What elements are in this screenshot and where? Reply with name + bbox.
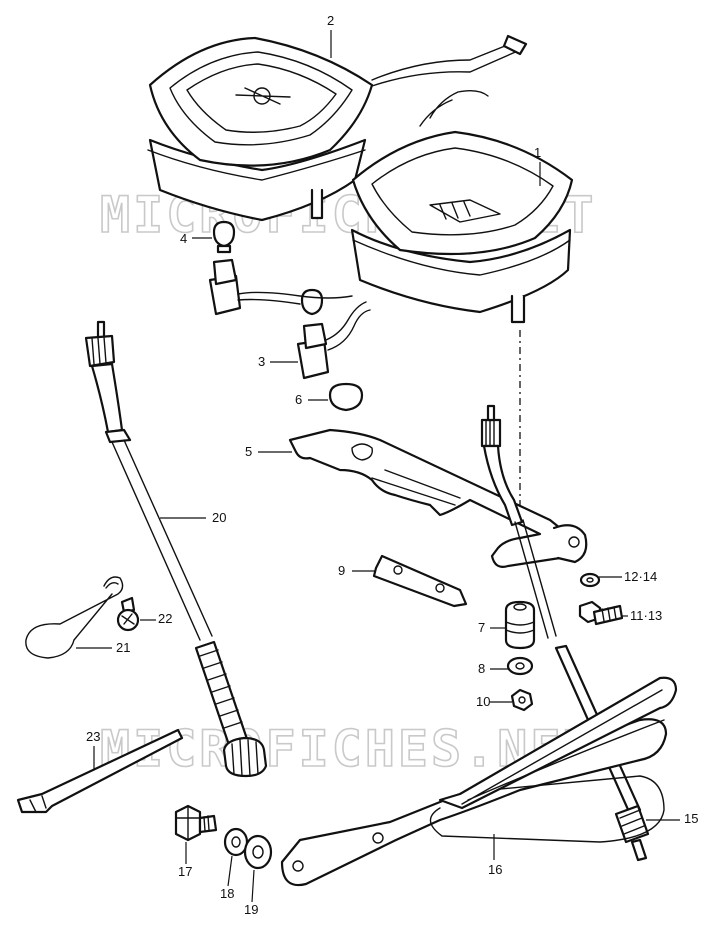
callout-23: 23 [86, 729, 100, 744]
callout-21: 21 [116, 640, 130, 655]
callout-10: 10 [476, 694, 490, 709]
wire-clip [25, 576, 124, 659]
rubber-cap [328, 382, 364, 412]
callout-18: 18 [220, 886, 234, 901]
lock-washer [223, 827, 249, 857]
callout-11-13: 11·13 [630, 608, 662, 623]
callout-4: 4 [180, 231, 187, 246]
callout-3: 3 [258, 354, 265, 369]
cable-band [16, 728, 184, 814]
stay-bolt [174, 804, 218, 842]
bulb-and-socket-harness [208, 220, 371, 380]
callout-20: 20 [212, 510, 226, 525]
callout-19: 19 [244, 902, 258, 917]
tachometer-cable [84, 320, 268, 778]
callout-5: 5 [245, 444, 252, 459]
meter-stay [280, 676, 678, 887]
callout-17: 17 [178, 864, 192, 879]
plain-washer [243, 834, 273, 870]
speedometer-meter: 1 [350, 89, 574, 324]
tachometer-meter [147, 34, 528, 222]
bracket-washer [579, 572, 601, 588]
callout-6: 6 [295, 392, 302, 407]
callout-15: 15 [684, 811, 698, 826]
plate [372, 554, 468, 608]
callout-12-14: 12·14 [624, 569, 657, 584]
callout-16: 16 [488, 862, 502, 877]
callout-7: 7 [478, 620, 485, 635]
callout-22: 22 [158, 611, 172, 626]
bracket-bolt [578, 600, 624, 626]
clip-screw [116, 596, 140, 632]
grommet [504, 600, 536, 650]
callout-8: 8 [478, 661, 485, 676]
callout-9: 9 [338, 563, 345, 578]
callout-2: 2 [327, 13, 334, 28]
nut [510, 688, 534, 712]
washer [506, 656, 534, 676]
callout-1: 1 [534, 145, 541, 160]
meter-bracket [288, 428, 588, 568]
